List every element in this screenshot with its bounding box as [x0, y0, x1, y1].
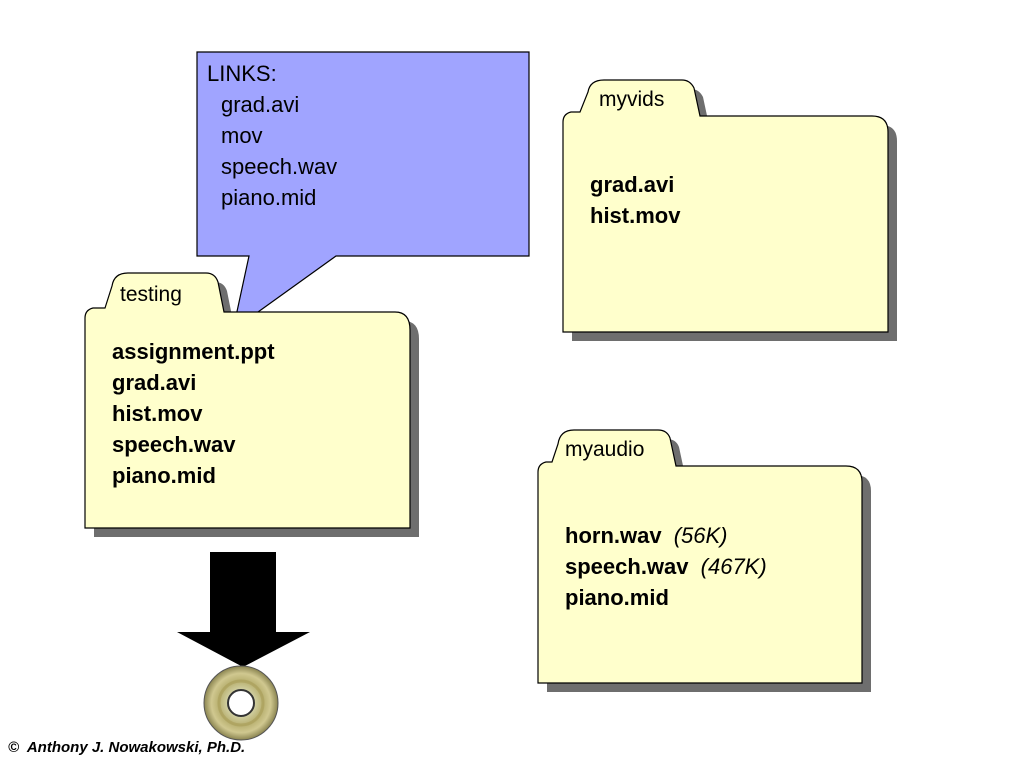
folder-testing-shape	[84, 272, 411, 529]
callout-item: piano.mid	[221, 185, 316, 210]
down-arrow-icon	[177, 552, 310, 667]
folder-myvids-shape	[562, 79, 889, 333]
copyright-credit: © Anthony J. Nowakowski, Ph.D.	[8, 739, 245, 756]
file-item[interactable]: hist.mov	[112, 401, 203, 426]
folder-myvids[interactable]: myvids grad.avi hist.mov	[562, 79, 897, 341]
file-item[interactable]: horn.wav (56K)	[565, 523, 728, 548]
file-size: (56K)	[674, 523, 728, 548]
folder-myaudio[interactable]: myaudio horn.wav (56K) speech.wav (467K)…	[537, 429, 871, 692]
folder-tab-label: myaudio	[565, 438, 644, 461]
file-name: horn.wav	[565, 523, 662, 548]
callout-item: mov	[221, 123, 263, 148]
folder-tab-label: myvids	[599, 88, 664, 111]
file-item[interactable]: piano.mid	[112, 463, 216, 488]
file-item[interactable]: grad.avi	[112, 370, 196, 395]
folder-testing[interactable]: testing assignment.ppt grad.avi hist.mov…	[84, 272, 419, 537]
file-item[interactable]: piano.mid	[565, 585, 669, 610]
links-callout: LINKS: grad.avi mov speech.wav piano.mid	[196, 51, 530, 332]
file-item[interactable]: speech.wav (467K)	[565, 554, 767, 579]
callout-bubble	[196, 51, 530, 332]
folder-tab-label: testing	[120, 283, 182, 306]
file-item[interactable]: assignment.ppt	[112, 339, 275, 364]
author-name: Anthony J. Nowakowski, Ph.D.	[26, 739, 246, 756]
file-item[interactable]: hist.mov	[590, 203, 681, 228]
folder-myaudio-shape	[537, 429, 863, 684]
callout-item: grad.avi	[221, 92, 299, 117]
cd-disc-icon	[203, 665, 279, 741]
file-item[interactable]: speech.wav	[112, 432, 236, 457]
file-item[interactable]: grad.avi	[590, 172, 674, 197]
file-size: (467K)	[701, 554, 767, 579]
file-name: speech.wav	[565, 554, 689, 579]
copyright-symbol: ©	[8, 739, 20, 756]
callout-item: speech.wav	[221, 154, 337, 179]
callout-title: LINKS:	[207, 61, 277, 86]
